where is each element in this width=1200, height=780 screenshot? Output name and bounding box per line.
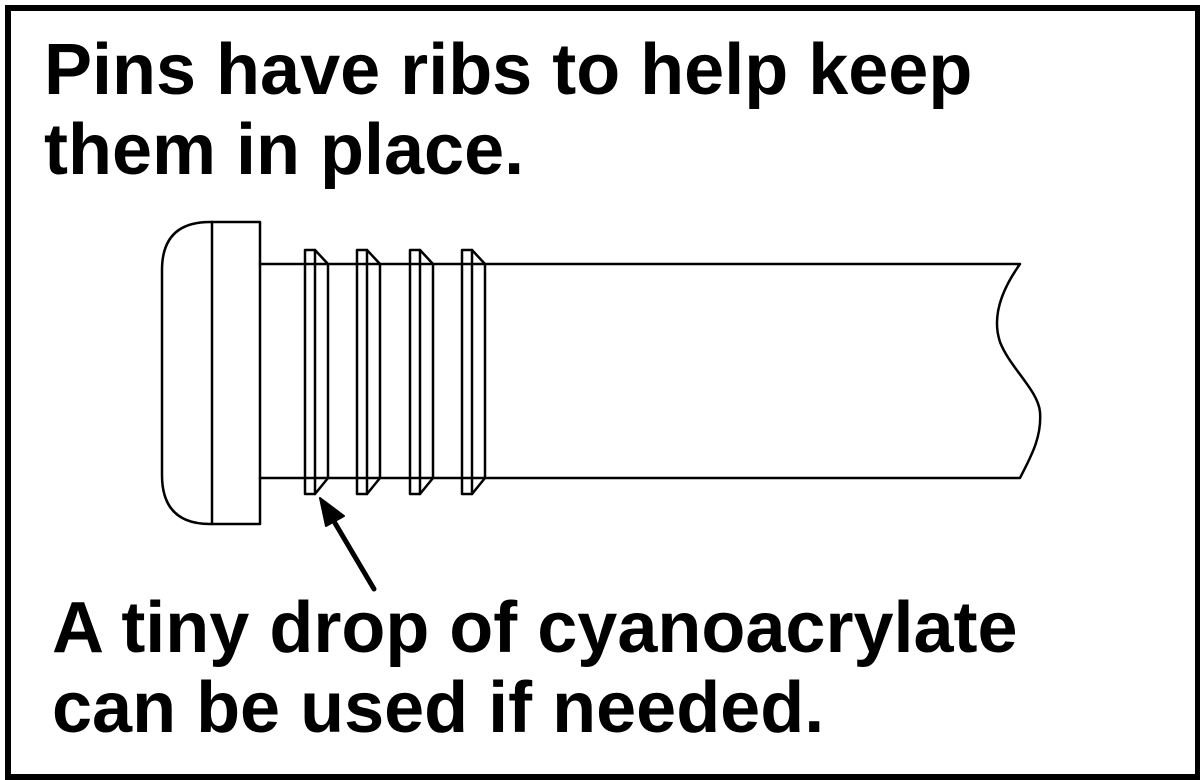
diagram-frame xyxy=(5,5,1200,780)
rib-2 xyxy=(355,248,382,496)
pin-head xyxy=(160,220,262,526)
top-caption-line-2: them in place. xyxy=(44,110,525,190)
bottom-caption-line-2: can be used if needed. xyxy=(52,668,825,748)
top-caption: Pins have ribs to help keep them in plac… xyxy=(44,30,972,190)
top-caption-line-1: Pins have ribs to help keep xyxy=(44,30,973,110)
bottom-caption: A tiny drop of cyanoacrylate can be used… xyxy=(52,588,1018,748)
rib-3 xyxy=(408,248,435,496)
rib-4 xyxy=(460,248,487,496)
rib-1 xyxy=(303,248,330,496)
pin-shaft xyxy=(258,262,1042,480)
pin-ribs xyxy=(303,248,487,496)
pointer-arrow xyxy=(319,497,377,592)
bottom-caption-line-1: A tiny drop of cyanoacrylate xyxy=(52,588,1018,668)
